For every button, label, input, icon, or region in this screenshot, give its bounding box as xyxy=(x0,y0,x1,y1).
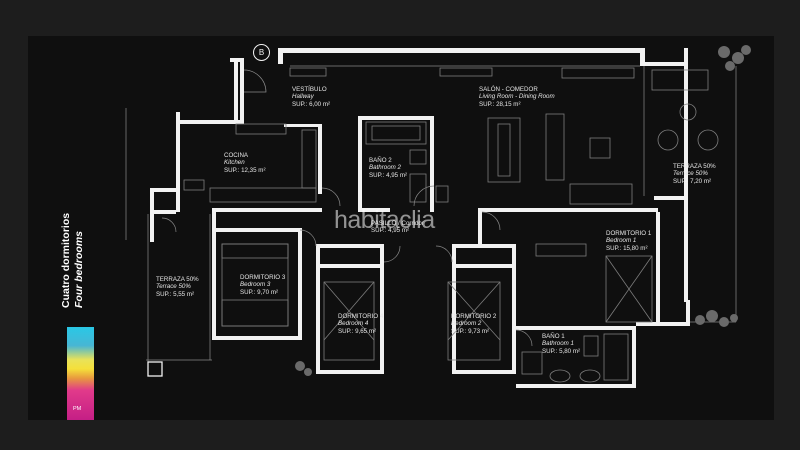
brand-logo: PM xyxy=(73,406,82,412)
plants xyxy=(295,45,751,376)
walls xyxy=(150,48,690,388)
plan-title: Cuatro dormitorios Four bedrooms xyxy=(60,213,86,308)
brand-color-bar xyxy=(67,327,94,420)
room-label-terraza-right: TERRAZA 50%Terrace 50%SUP.: 7,20 m² xyxy=(673,163,716,185)
room-label-terraza-left: TERRAZA 50%Terrace 50%SUP.: 5,55 m² xyxy=(156,276,199,298)
door-swings xyxy=(161,69,533,347)
furniture xyxy=(183,67,719,383)
entrance-marker: B xyxy=(253,44,270,61)
watermark: habitaclia xyxy=(334,206,435,234)
plan-title-english: Four bedrooms xyxy=(73,230,85,308)
terrace-lines xyxy=(125,65,737,377)
plan-title-spanish: Cuatro dormitorios xyxy=(60,212,72,308)
